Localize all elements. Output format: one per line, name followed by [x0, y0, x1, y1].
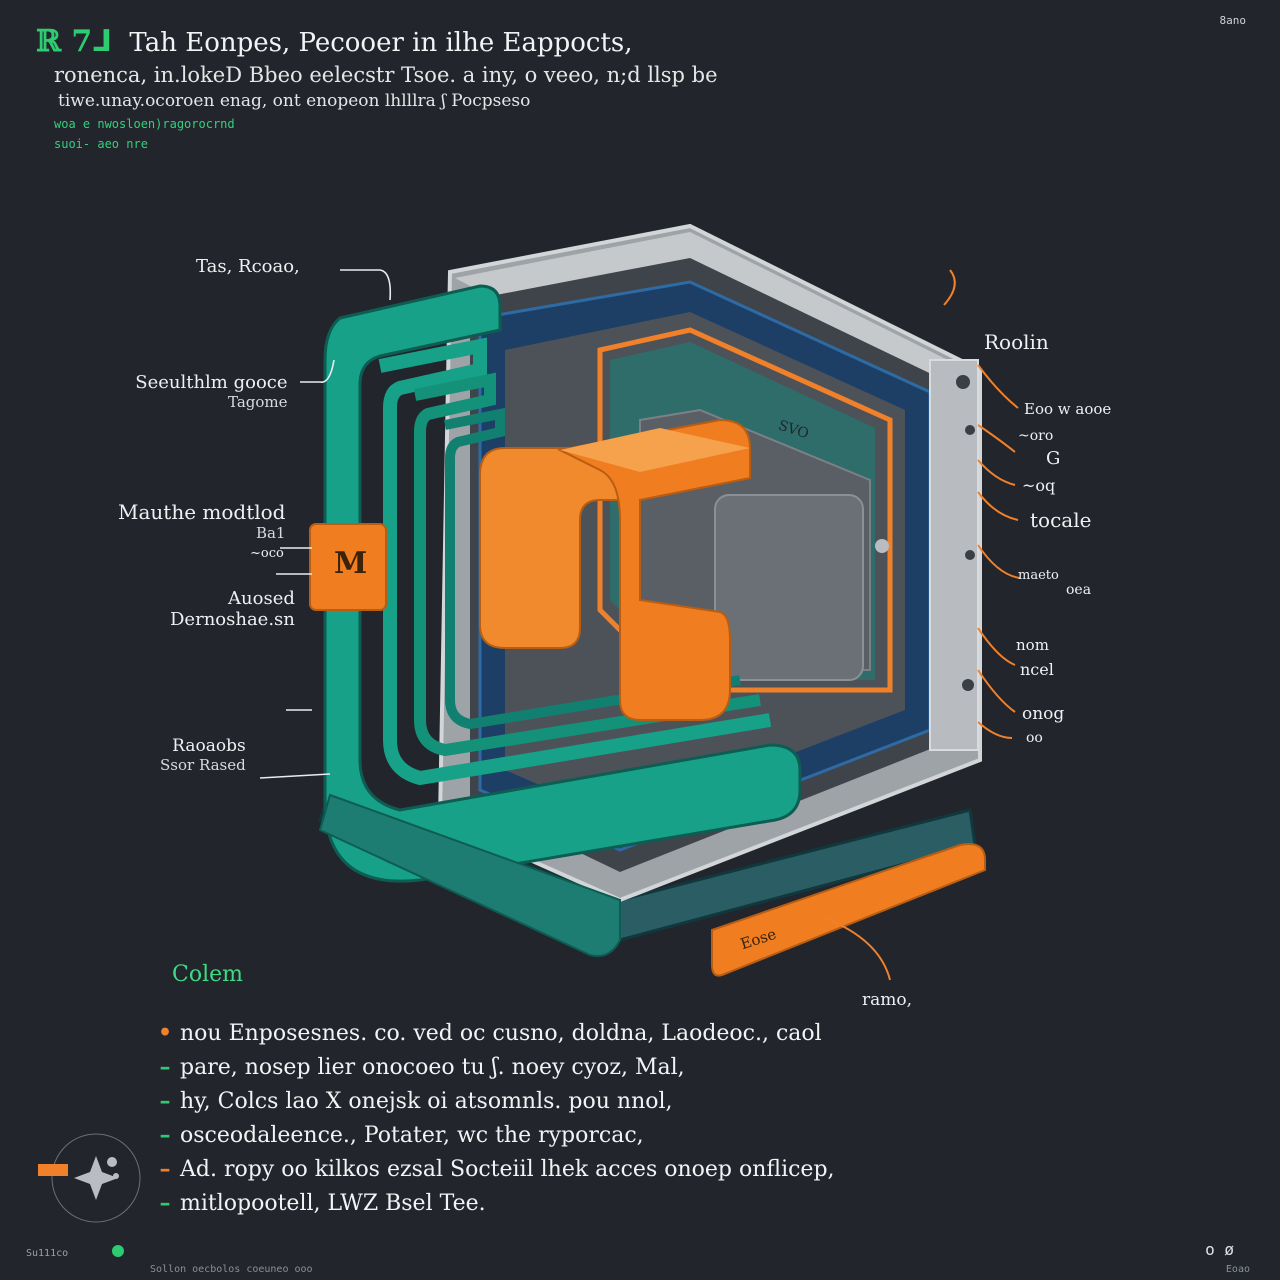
- callout-right-11: onog: [1022, 704, 1065, 724]
- caption-item: –hy, Colcs lao X onejsk oi atsomnls. pou…: [150, 1084, 1210, 1118]
- leader-right-7: [977, 669, 1016, 713]
- leader-right-8: [977, 721, 1013, 739]
- caption-item: • nou Enposesnes. co. ved oc cusno, doldn…: [150, 1016, 1210, 1050]
- header-title-row: ℝ 7⅃ Tah Eonpes, Pecooer in ilhe Eappoct…: [36, 24, 1136, 59]
- caption-list: • nou Enposesnes. co. ved oc cusno, doldn…: [150, 1016, 1210, 1220]
- callout-small-bar: ~oco: [250, 546, 284, 561]
- callout-right-3: ~oro: [1018, 428, 1054, 444]
- leader-right-4: [977, 491, 1019, 521]
- orange-bracket-top: [560, 428, 750, 472]
- footer-mid-text: Sollon oecbolos coeuneo ooo: [150, 1264, 313, 1275]
- callout-right-8: oea: [1066, 582, 1092, 598]
- header: ℝ 7⅃ Tah Eonpes, Pecooer in ilhe Eappoct…: [36, 24, 1136, 151]
- callout-right-5: ~oq: [1022, 476, 1056, 495]
- leader-right-5: [977, 544, 1021, 579]
- caption-item: –osceodaleence., Potater, wc the ryporca…: [150, 1118, 1210, 1152]
- callout-left-4: Auosed Dernoshae.sn: [150, 588, 295, 630]
- orange-components: [309, 418, 986, 977]
- orange-bottom-tab: [711, 843, 986, 977]
- callout-left-1-label: Tas, Rcoao,: [196, 256, 300, 277]
- leader-left-1: [300, 359, 335, 383]
- teal-bottom-lip: [318, 793, 621, 957]
- orange-side-tab: [309, 523, 387, 611]
- bullet-icon: –: [159, 1088, 171, 1114]
- corner-note: 8ano: [1219, 14, 1247, 27]
- callout-right-4: G: [1046, 448, 1061, 469]
- caption-item: –mitlopootell, LWZ Bsel Tee.: [150, 1186, 1210, 1220]
- header-line-2: tiwe.unay.ocoroen enag, ont enopeon lhll…: [58, 91, 531, 111]
- caption-line: pare, nosep lier onocoeo tu ʃ. noey cyoz…: [180, 1054, 685, 1080]
- caption-line: mitlopootell, LWZ Bsel Tee.: [180, 1190, 486, 1216]
- callout-left-5-label: Raoaobs: [172, 736, 246, 756]
- callout-left-3-sub: Ba1: [255, 524, 286, 542]
- leader-right-3: [977, 459, 1016, 486]
- bullet-icon: –: [159, 1054, 171, 1080]
- caption-line: hy, Colcs lao X onejsk oi atsomnls. pou …: [180, 1088, 673, 1114]
- header-title: Tah Eonpes, Pecooer in ilhe Eappocts,: [129, 28, 633, 58]
- callout-right-6: tocale: [1030, 508, 1092, 532]
- callout-right-9: nom: [1016, 636, 1049, 654]
- bullet-icon: •: [157, 1020, 173, 1046]
- footer-left-text: Su111co: [26, 1248, 69, 1259]
- header-green-line-1: woa e nwosloen)ragorocrnd: [54, 117, 235, 131]
- header-line-1: ronenca, in.lokeD Bbeo eelecstr Tsoe. a …: [54, 63, 718, 87]
- caption-title: Colem: [172, 962, 243, 987]
- caption-item: –pare, nosep lier onocoeo tu ʃ. noey cyo…: [150, 1050, 1210, 1084]
- callout-left-5: Raoaobs Ssor Rased: [134, 736, 246, 774]
- callout-left-2-label: Seeulthlm gooce: [135, 372, 288, 393]
- callout-left-3-label: Mauthe modtlod: [118, 500, 286, 524]
- caption-line: nou Enposesnes. co. ved oc cusno, doldna…: [180, 1020, 822, 1046]
- rail-bolt-mid: [965, 425, 975, 435]
- callout-left-5-sub: Ssor Rased: [160, 756, 246, 774]
- header-green-line-2: suoi- aeo nre: [54, 137, 148, 151]
- orange-tab-letter: M: [334, 546, 368, 581]
- leader-right-6: [977, 627, 1016, 666]
- imagined-with-ai-watermark-icon: [38, 1133, 141, 1223]
- callout-left-4-label: Auosed: [228, 588, 295, 609]
- rail-bolt-bottom: [962, 679, 974, 691]
- callout-right-10: ncel: [1020, 660, 1054, 679]
- teal-layer-4: [444, 407, 741, 730]
- callout-right-12: oo: [1026, 730, 1043, 746]
- callout-left-3: Mauthe modtlod Ba1: [118, 500, 285, 542]
- callout-left-2-sub: Tagome: [228, 393, 288, 411]
- callout-right-1: Roolin: [984, 330, 1049, 354]
- bullet-icon: –: [159, 1190, 171, 1216]
- callout-small-bar-label: ~oco: [250, 546, 284, 561]
- teal-layer-2: [378, 337, 772, 786]
- footer-right-text: o ø: [1205, 1240, 1234, 1259]
- leader-top-right-orange: [943, 269, 956, 306]
- inner-orange-frame: [597, 327, 893, 693]
- leader-right-2: [977, 424, 1016, 453]
- rail-bolt-low: [965, 550, 975, 560]
- footer-right-subtext: Eoao: [1225, 1264, 1250, 1275]
- teal-layers: [318, 284, 802, 957]
- callout-left-2: Seeulthlm gooce Tagome: [118, 372, 288, 411]
- callout-left-1: Tas, Rcoao,: [196, 256, 300, 277]
- gray-block: [714, 494, 864, 681]
- leader-bottom: [824, 917, 891, 981]
- leader-lines: [259, 269, 1021, 981]
- orange-bracket-front: [556, 418, 751, 721]
- callout-right-7: maeto: [1018, 568, 1059, 583]
- gray-block-knob: [875, 539, 889, 553]
- callout-bottom: ramo,: [862, 990, 913, 1010]
- caption-line: osceodaleence., Potater, wc the ryporcac…: [180, 1122, 644, 1148]
- caption-line: Ad. ropy oo kilkos ezsal Socteiil lhek a…: [180, 1156, 835, 1182]
- teal-layer-3: [413, 372, 761, 757]
- leader-top-left: [340, 269, 392, 301]
- callout-right-2: Eoo w aooe: [1024, 400, 1112, 418]
- rail-bolt-top: [956, 375, 970, 389]
- caption-item: –Ad. ropy oo kilkos ezsal Socteiil lhek …: [150, 1152, 1210, 1186]
- bullet-icon: –: [159, 1122, 171, 1148]
- leader-right-1: [977, 364, 1019, 409]
- header-mark: ℝ 7⅃: [36, 24, 112, 59]
- leader-left-5: [259, 773, 331, 779]
- callout-left-4-sub: Dernoshae.sn: [170, 609, 295, 630]
- status-dot-icon: [112, 1245, 124, 1257]
- bullet-icon: –: [159, 1156, 171, 1182]
